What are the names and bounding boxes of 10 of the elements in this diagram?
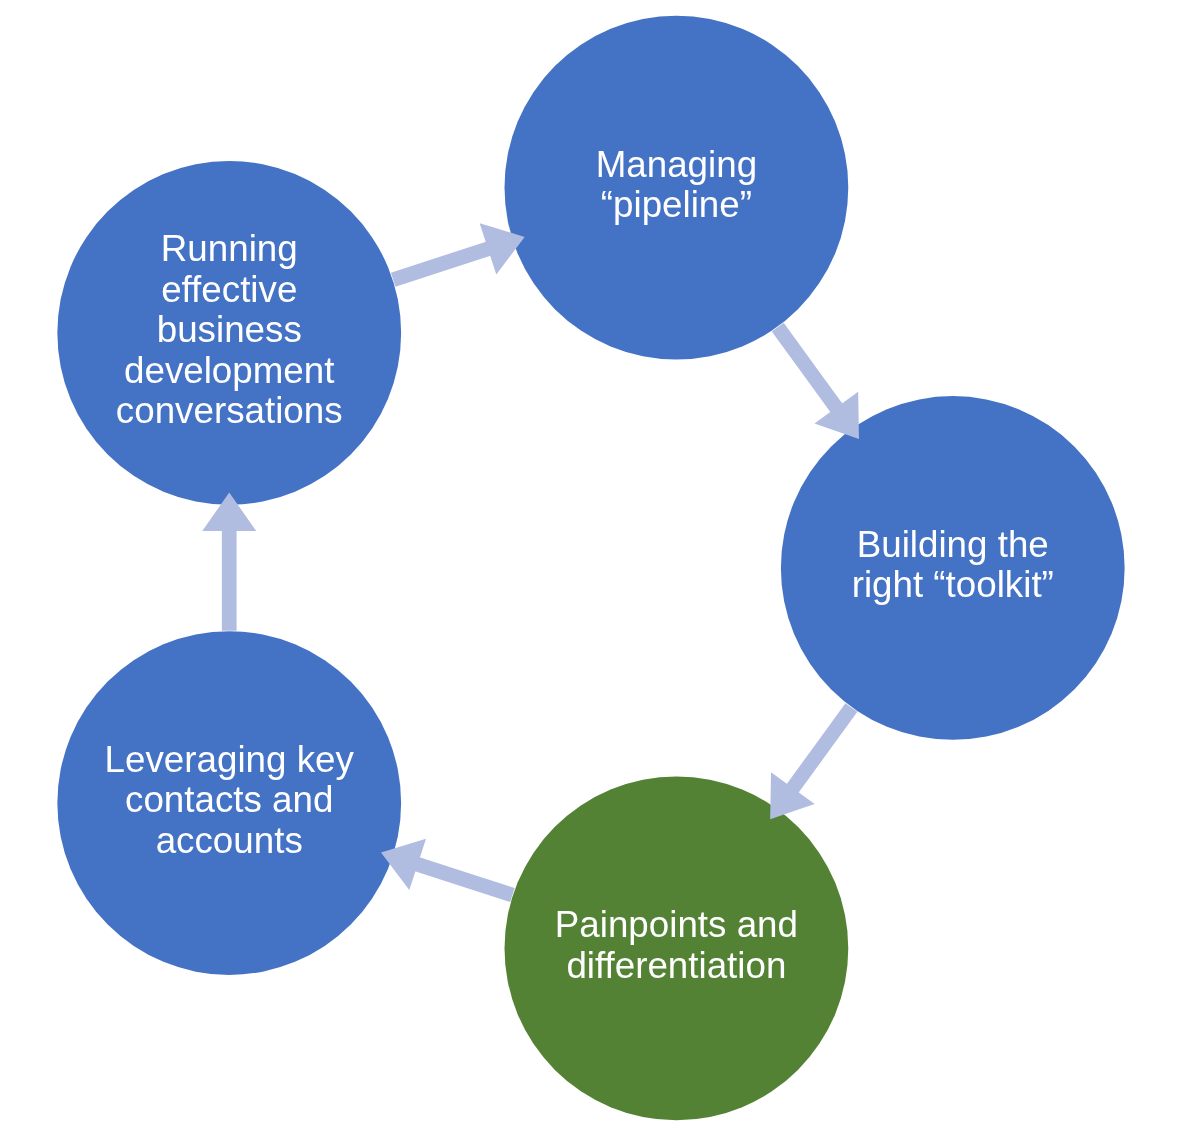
node-circle: Managing “pipeline”	[504, 15, 848, 360]
node-circle: Leveraging key contacts and accounts	[56, 631, 401, 975]
arrow	[380, 838, 515, 903]
node-circle: Painpoints and differentiation	[504, 776, 848, 1121]
node-circle: Running effective business development conversations	[56, 161, 401, 505]
arrow	[769, 703, 857, 820]
node-circle: Building the right “toolkit”	[780, 396, 1125, 740]
arrow	[771, 322, 859, 439]
arrow	[390, 223, 525, 287]
arrow	[201, 492, 256, 631]
